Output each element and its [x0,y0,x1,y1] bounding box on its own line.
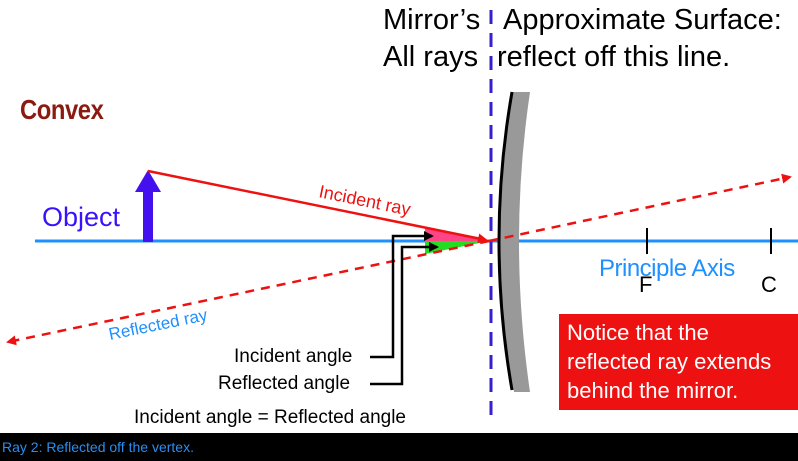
title-line2-right: reflect off this line. [497,41,731,73]
mirror-type-label: Convex [20,94,104,125]
angle-equation: Incident angle = Reflected angle [134,407,407,428]
notice-line3: behind the mirror. [567,378,739,403]
reflected-angle-label: Reflected angle [218,373,351,394]
incident-angle-pointer [370,231,434,359]
incident-angle-label: Incident angle [234,346,353,367]
title-line1-right: Approximate Surface: [503,4,782,36]
reflected-angle-pointer [370,242,439,386]
focal-point-label: F [639,272,652,297]
object-arrow-head [135,170,161,192]
object-arrow-shaft [143,188,153,242]
center-point-label: C [761,272,777,297]
notice-box: Notice that the reflected ray extends be… [559,314,798,410]
reflected-ray-extension [488,173,792,243]
incident-ray [147,169,488,244]
object-label: Object [42,202,121,232]
principle-axis-label: Principle Axis [599,255,735,282]
incident-ray-label: Incident ray [317,181,412,219]
title-line2-left: All rays [383,41,479,73]
title-line1-left: Mirror’s [383,4,481,36]
mirror-fill [505,92,530,392]
notice-line2: reflected ray extends [567,349,772,374]
reflected-ray [6,239,490,346]
footer-caption: Ray 2: Reflected off the vertex. [0,433,798,461]
mirror-body-back [497,91,514,391]
notice-line1: Notice that the [567,320,709,345]
